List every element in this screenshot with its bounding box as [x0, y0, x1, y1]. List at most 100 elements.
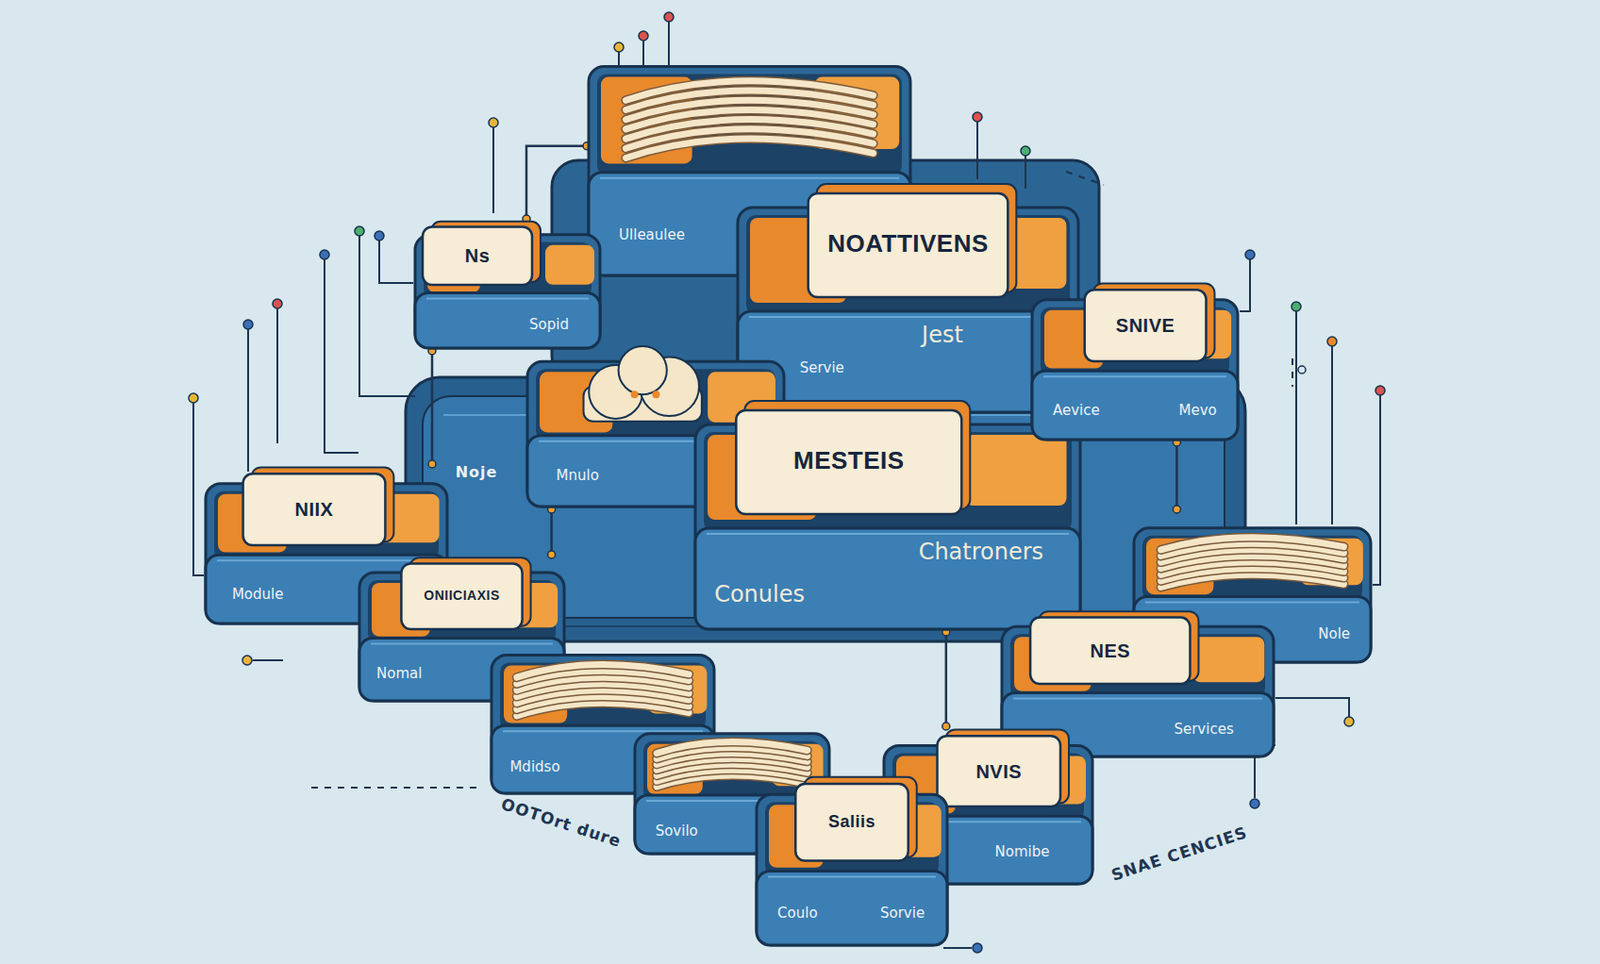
tray-shape — [1133, 528, 1371, 663]
tray-shape — [749, 316, 1067, 318]
tray-shape — [1084, 289, 1207, 362]
tray-shape — [422, 226, 533, 285]
tray-label: Sovilo — [655, 823, 699, 840]
tray-shape — [656, 742, 808, 754]
wire — [193, 398, 204, 576]
tray-shape — [600, 177, 900, 180]
tray-label: Servie — [800, 360, 845, 377]
tray-label: Ulleaulee — [618, 227, 685, 244]
tray-label: Jest — [921, 322, 964, 348]
tray-shape — [426, 297, 589, 300]
tray-label: Nomibe — [995, 843, 1050, 860]
floating-label: OOTOrt dure — [499, 794, 624, 851]
wire — [1024, 150, 1027, 189]
tray-shape — [400, 563, 522, 630]
wire-dot — [1298, 366, 1306, 374]
tray-shape — [370, 642, 553, 645]
tray-shape — [625, 81, 873, 100]
dashed-line — [1066, 171, 1104, 185]
tray-shape — [1032, 370, 1238, 440]
dashed-line — [311, 786, 482, 789]
tray-shape — [651, 390, 660, 399]
wire — [943, 947, 972, 950]
tray-label: Module — [232, 585, 284, 602]
tray-shape — [216, 559, 436, 562]
tray-shape — [1133, 596, 1371, 663]
wire — [1295, 306, 1298, 525]
connector — [431, 350, 434, 465]
tray-shape — [500, 662, 706, 730]
wire — [1239, 254, 1250, 312]
tray-shape — [737, 311, 1079, 413]
dashed-line — [311, 171, 1293, 788]
wire — [193, 16, 1381, 949]
tray-shape — [895, 820, 1082, 823]
tray-shape — [937, 735, 1062, 807]
connector — [526, 146, 587, 219]
wire-dot — [319, 250, 330, 260]
module-tray: MESTEIS Conules Chatroners — [693, 396, 1083, 633]
card-title: NOATTIVENS — [827, 229, 989, 257]
tray-shape — [643, 741, 821, 800]
wire — [247, 324, 250, 472]
connector-dot — [1172, 505, 1181, 514]
wire — [276, 303, 279, 444]
card-title: NVIS — [975, 761, 1022, 783]
tray-label: Nomal — [376, 666, 422, 683]
tray-shape — [695, 528, 1081, 630]
wire-dot — [1245, 250, 1255, 260]
wire-dot — [1291, 301, 1301, 312]
connector-dot — [548, 550, 556, 559]
wire-dot — [1375, 385, 1385, 396]
wire-dot — [1327, 336, 1337, 347]
wire-dot — [243, 319, 253, 330]
wire — [252, 659, 284, 662]
wire — [1372, 390, 1381, 585]
module-tray: SaliisCouloSorvie — [754, 773, 950, 949]
wire-dot — [488, 117, 499, 128]
tray-shape — [883, 816, 1093, 884]
tray-shape — [808, 193, 1009, 298]
tray-shape — [1043, 375, 1227, 378]
wire — [1275, 698, 1350, 717]
tray-shape — [706, 533, 1069, 535]
module-tray: NsSopid — [413, 218, 602, 351]
tray-shape — [597, 74, 902, 176]
wire — [324, 254, 359, 453]
tray-shape — [1161, 537, 1345, 550]
tray-shape — [545, 245, 595, 285]
tray-shape — [1030, 280, 1240, 443]
tray-shape — [965, 434, 1067, 506]
card-title: SNIVE — [1116, 315, 1176, 336]
tray-shape — [735, 410, 962, 515]
tray-shape — [1001, 693, 1274, 757]
wire-dot — [664, 12, 674, 22]
tray-shape — [754, 773, 950, 949]
connector — [1175, 442, 1179, 510]
tray-label: Conules — [714, 582, 805, 607]
connector-dot — [942, 722, 950, 731]
card-title: Ns — [465, 245, 491, 267]
wire — [359, 231, 416, 397]
connector — [945, 632, 949, 727]
wire-dot — [374, 231, 384, 241]
tray-shape — [1161, 537, 1345, 550]
card-title: NES — [1089, 640, 1131, 662]
floating-label: Noje — [455, 463, 499, 482]
wire-dot — [1344, 716, 1354, 727]
wire-dot — [614, 42, 624, 52]
wire — [492, 122, 495, 214]
tray-shape — [243, 473, 386, 546]
tray-label: Aevice — [1052, 401, 1100, 418]
tray-label: Chatroners — [918, 539, 1044, 565]
card-title: Saliis — [828, 813, 876, 833]
wire — [1331, 341, 1334, 525]
tray-shape — [756, 794, 948, 946]
tray-shape — [413, 218, 602, 351]
tray-label: Mevo — [1178, 401, 1217, 418]
card-title: ONIICIAXIS — [423, 589, 500, 604]
tray-label: Mnulo — [556, 467, 600, 484]
card-title: MESTEIS — [793, 446, 905, 474]
module-tray: SNIVE Aevice Mevo — [1030, 280, 1240, 443]
tray-label: Nole — [1317, 626, 1350, 643]
